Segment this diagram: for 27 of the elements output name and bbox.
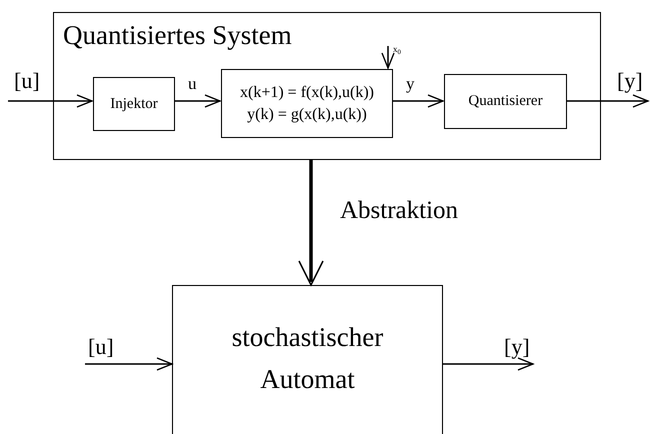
edge-label: [u] <box>14 70 40 92</box>
edge-label: x$_{0}$ <box>393 45 401 54</box>
arrow <box>8 94 93 108</box>
arrow <box>381 46 395 69</box>
edge-label: Abstraktion <box>340 198 458 223</box>
arrow <box>174 94 221 108</box>
block-box <box>93 77 175 131</box>
edge-label: [u] <box>88 336 114 358</box>
box-text: stochastischer Automat <box>232 321 384 396</box>
double-arrow <box>298 160 324 286</box>
edge-label: u <box>188 75 196 92</box>
arrow <box>392 94 444 108</box>
box-text: Injektor <box>110 94 158 114</box>
block-box <box>221 69 393 138</box>
edge-label: [y] <box>504 336 530 358</box>
box-text: x(k+1) = f(x(k),u(k)) <box>240 82 374 102</box>
box-title: Quantisiertes System <box>63 19 292 52</box>
box-text: y(k) = g(x(k),u(k)) <box>247 104 367 124</box>
edge-label: y <box>406 75 414 92</box>
edge-label: [y] <box>617 70 643 92</box>
block-box <box>444 74 567 129</box>
box-text: Quantisierer <box>468 92 543 112</box>
arrow <box>85 357 173 371</box>
block-box <box>172 285 443 434</box>
system-box <box>53 12 601 160</box>
arrow <box>566 94 649 108</box>
arrow <box>443 357 534 371</box>
